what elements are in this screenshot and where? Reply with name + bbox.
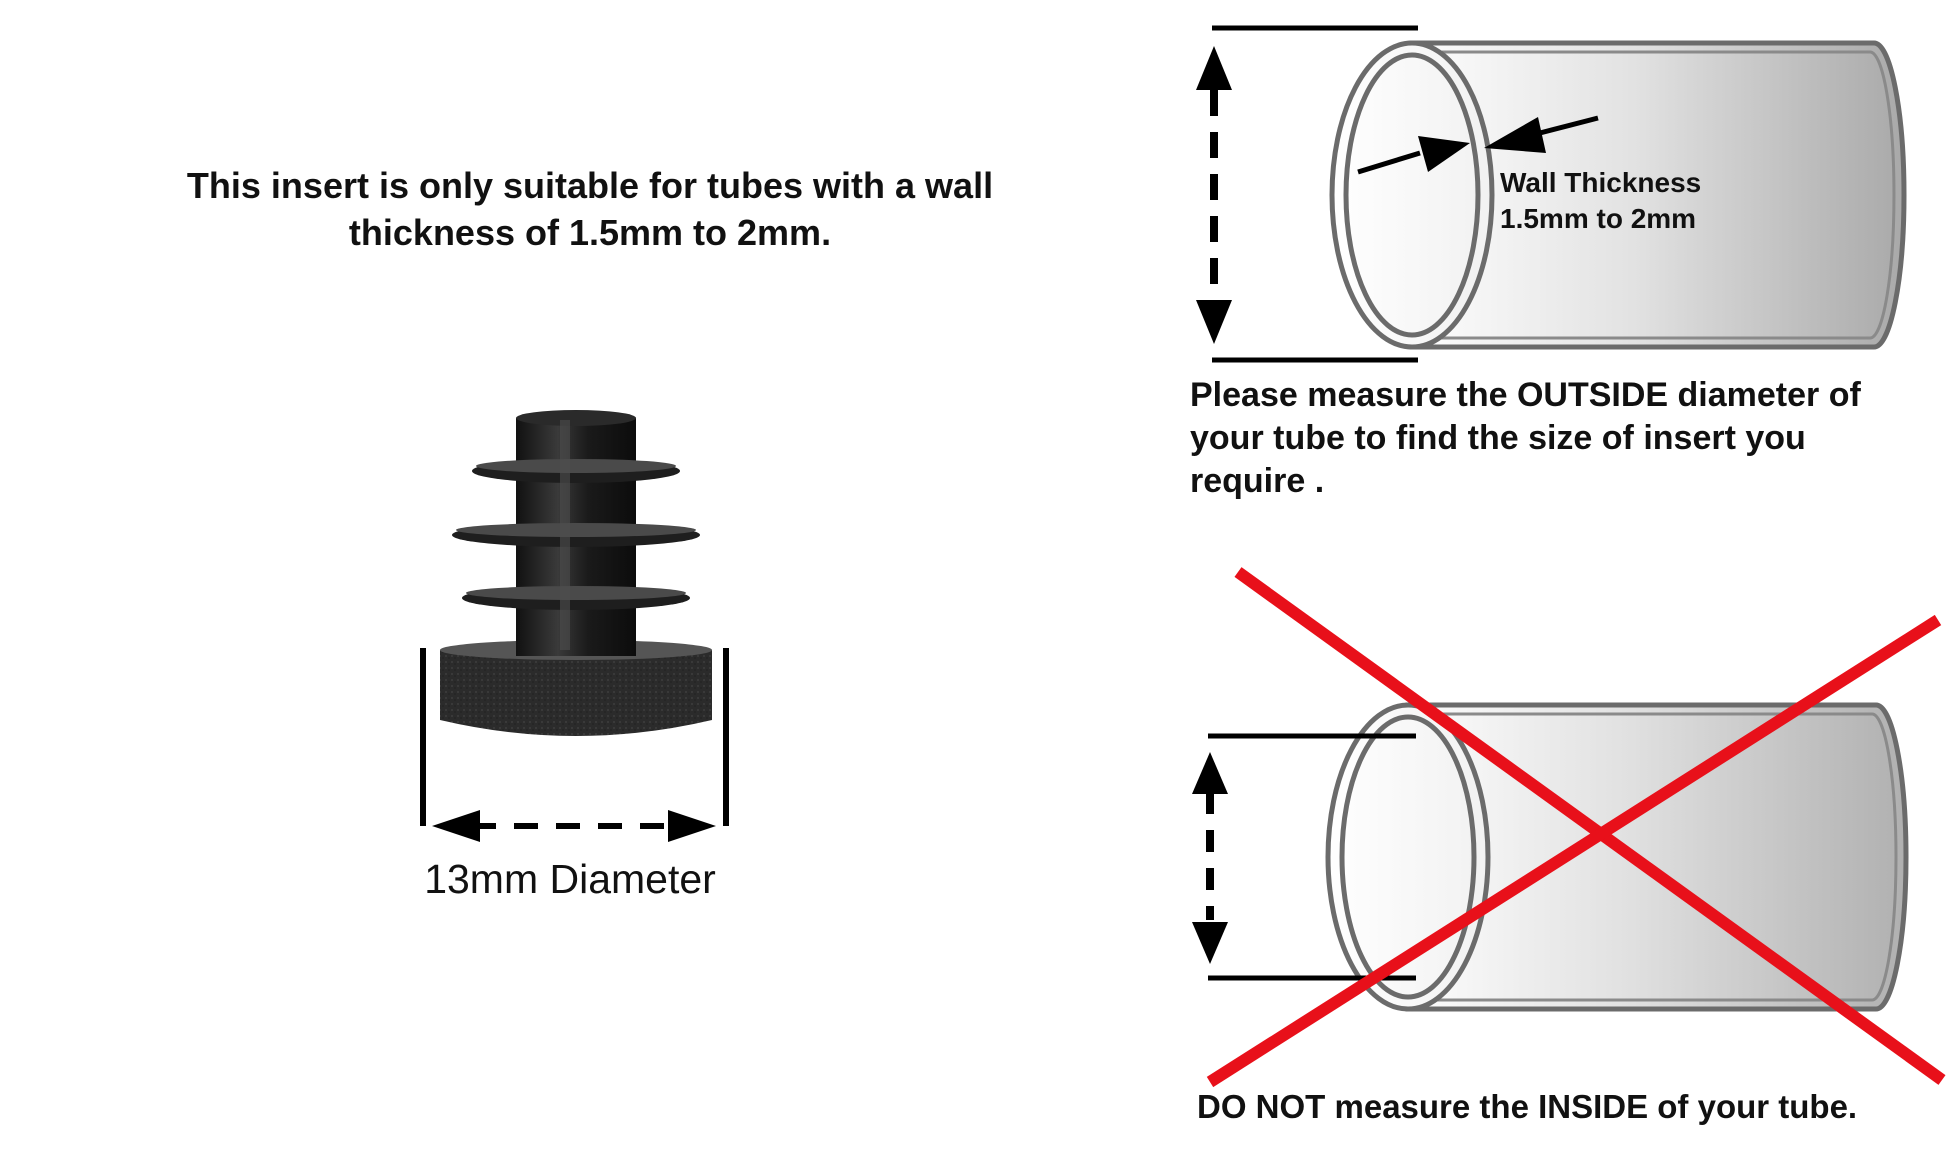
insert-note-line-1: This insert is only suitable for tubes w… [186, 165, 994, 206]
outside-note-line-2: your tube to find the size of insert you [1190, 419, 1806, 457]
red-cross-icon [1206, 567, 1946, 1088]
wall-thickness-range: 1.5mm to 2mm [1500, 203, 1697, 234]
outside-note-line-1: Please measure the OUTSIDE diameter of [1190, 376, 1861, 414]
tube-inside-diagram-icon [1325, 702, 1909, 1012]
wall-thickness-arrows [1357, 115, 1599, 175]
wall-thickness-label: Wall Thickness 1.5mm to 2mm [1500, 165, 1701, 237]
tube-end-cap-insert-icon [440, 410, 712, 736]
insert-note-line-2: thickness of 1.5mm to 2mm. [348, 212, 832, 253]
insert-diameter-label: 13mm Diameter [424, 856, 716, 902]
outside-note-line-3: require . [1190, 462, 1325, 500]
inside-diameter-marker [1192, 733, 1416, 981]
wall-thickness-title: Wall Thickness [1500, 167, 1702, 198]
inside-warning-note: DO NOT measure the INSIDE of your tube. [1197, 1088, 1858, 1125]
outside-diameter-marker [1196, 25, 1418, 363]
insert-suitability-note: This insert is only suitable for tubes w… [140, 162, 1040, 256]
outside-measure-note: Please measure the OUTSIDE diameter of y… [1190, 374, 1930, 503]
insert-diameter-marker [420, 648, 729, 842]
